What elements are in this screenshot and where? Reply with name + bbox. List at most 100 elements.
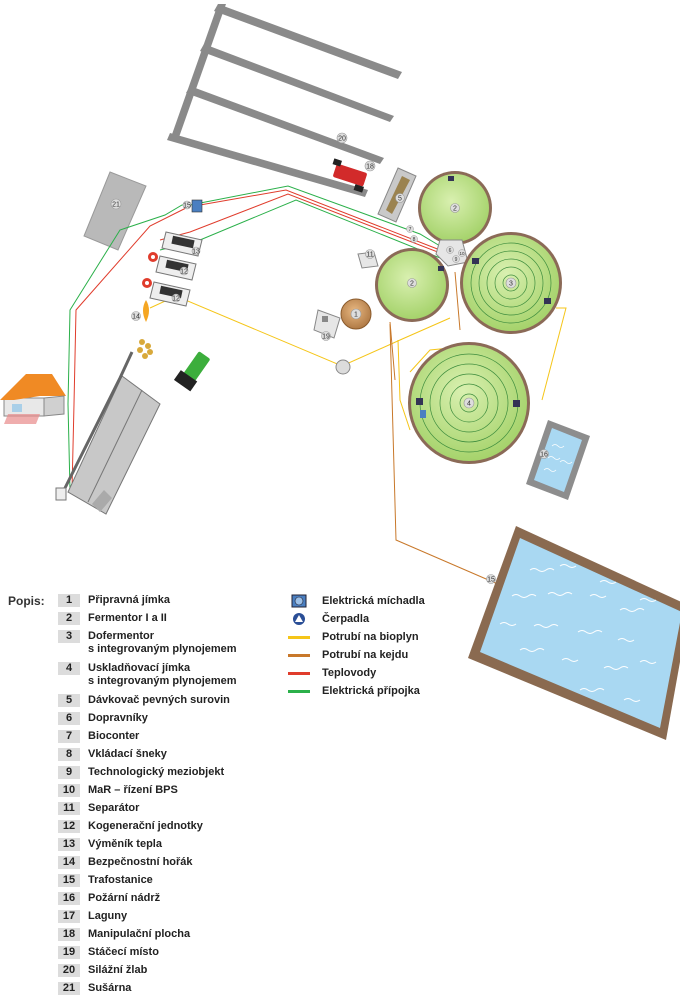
legend-item: 19 Stáčecí místo <box>58 946 159 959</box>
legend-number: 20 <box>58 964 80 977</box>
chp-a-label: 12 <box>180 269 188 276</box>
tractor-green <box>173 351 210 392</box>
fermentor-a-label: 2 <box>453 206 457 213</box>
flare-label: 14 <box>132 314 140 321</box>
legend-text: Vkládací šneky <box>88 748 167 760</box>
tech-cluster: 7 8 6 9 10 <box>406 225 469 267</box>
legend-text: Stáčecí místo <box>88 946 159 958</box>
legend-number: 8 <box>58 748 80 761</box>
legend-text: MaR – řízení BPS <box>88 784 178 796</box>
screw-label: 8 <box>413 237 416 243</box>
legend-title: Popis: <box>8 594 45 608</box>
fermentor-b-label: 2 <box>410 281 414 288</box>
techbuilding-label: 9 <box>455 257 458 263</box>
legend-biogas: Potrubí na bioplyn <box>288 630 419 644</box>
mixer-icon <box>288 594 310 608</box>
legend-text: Výměník tepla <box>88 838 162 850</box>
legend-item: 13 Výměník tepla <box>58 838 162 851</box>
legend-number: 17 <box>58 910 80 923</box>
pre-tank: 1 <box>340 298 372 330</box>
manipulation-label: 18 <box>366 164 374 171</box>
legend-text: Dofermentor s integrovaným plynojemem <box>88 630 237 655</box>
hay-bales <box>137 339 153 359</box>
legend-item: 7 Bioconter <box>58 730 139 743</box>
control-label: 10 <box>459 251 465 256</box>
legend-number: 14 <box>58 856 80 869</box>
fire-tank: 16 <box>526 420 590 500</box>
heat-line-swatch <box>288 671 310 675</box>
legend-number: 19 <box>58 946 80 959</box>
barn <box>55 351 161 515</box>
legend-number: 2 <box>58 612 80 625</box>
legend-text: Trafostanice <box>88 874 153 886</box>
legend-slurry: Potrubí na kejdu <box>288 648 408 662</box>
feeder: 5 <box>377 167 417 223</box>
legend-number: 1 <box>58 594 80 607</box>
legend-item: 14 Bezpečnostní hořák <box>58 856 193 869</box>
legend-text: Laguny <box>88 910 128 922</box>
bioconter-label: 7 <box>409 227 412 233</box>
legend-power: Elektrická přípojka <box>288 684 420 698</box>
lagoon-label: 15 <box>487 577 495 584</box>
legend-number: 16 <box>58 892 80 905</box>
legend-item: 8 Vkládací šneky <box>58 748 167 761</box>
flare: 14 <box>131 300 149 322</box>
transformer: 15 <box>182 199 203 213</box>
chp-units: 13 12 12 <box>142 231 203 307</box>
legend-item: 2 Fermentor I a II <box>58 612 167 625</box>
storage-tank: 4 <box>408 342 530 464</box>
fermentor-b: 2 <box>375 248 449 322</box>
silage-label: 20 <box>338 136 346 143</box>
biogas-line-swatch <box>288 635 310 639</box>
slurry-pipes <box>389 271 501 586</box>
legend-number: 4 <box>58 662 80 675</box>
legend-item: 4 Uskladňovací jímka s integrovaným plyno… <box>58 662 237 688</box>
lagoon: 15 <box>468 526 680 740</box>
legend-number: 13 <box>58 838 80 851</box>
legend-item: 18 Manipulační plocha <box>58 928 190 941</box>
separator: 11 <box>357 249 379 269</box>
legend-item: 12 Kogenerační jednotky <box>58 820 203 833</box>
silage-trench: 20 <box>167 4 402 197</box>
legend-text: Manipulační plocha <box>88 928 191 940</box>
feeder-label: 5 <box>398 196 402 203</box>
fermentor-a: 2 <box>418 171 492 245</box>
legend-item: 5 Dávkovač pevných surovin <box>58 694 230 707</box>
transformer-label: 15 <box>183 203 191 210</box>
legend-text: Bioconter <box>88 730 140 742</box>
legend-mixer: Elektrická míchadla <box>288 594 425 608</box>
legend-text: Fermentor I a II <box>88 612 167 624</box>
legend-item: 17 Laguny <box>58 910 127 923</box>
legend-number: 3 <box>58 630 80 643</box>
legend-text: Technologický meziobjekt <box>88 766 225 778</box>
dryer: 21 <box>83 171 147 251</box>
legend-text: Bezpečnostní hořák <box>88 856 193 868</box>
unloading-label: 19 <box>322 334 330 341</box>
legend-number: 5 <box>58 694 80 707</box>
separator-label: 11 <box>366 252 373 259</box>
legend-item: 1 Připravná jímka <box>58 594 170 607</box>
pre-tank-label: 1 <box>354 312 358 319</box>
legend-heat: Teplovody <box>288 666 376 680</box>
legend-number: 18 <box>58 928 80 941</box>
legend-number: 10 <box>58 784 80 797</box>
legend-text: Připravná jímka <box>88 594 170 606</box>
legend-number: 15 <box>58 874 80 887</box>
legend-text: Uskladňovací jímka s integrovaným plynoj… <box>88 662 237 687</box>
legend-number: 7 <box>58 730 80 743</box>
pump-icon <box>288 612 310 626</box>
dofermentor: 3 <box>460 232 562 334</box>
legend-number: 12 <box>58 820 80 833</box>
conveyor-label: 6 <box>449 248 452 254</box>
legend-text: Kogenerační jednotky <box>88 820 203 832</box>
legend-text: Dávkovač pevných surovin <box>88 694 230 706</box>
power-line-swatch <box>288 689 310 693</box>
legend-number: 6 <box>58 712 80 725</box>
unloading-place: 19 <box>313 309 351 375</box>
